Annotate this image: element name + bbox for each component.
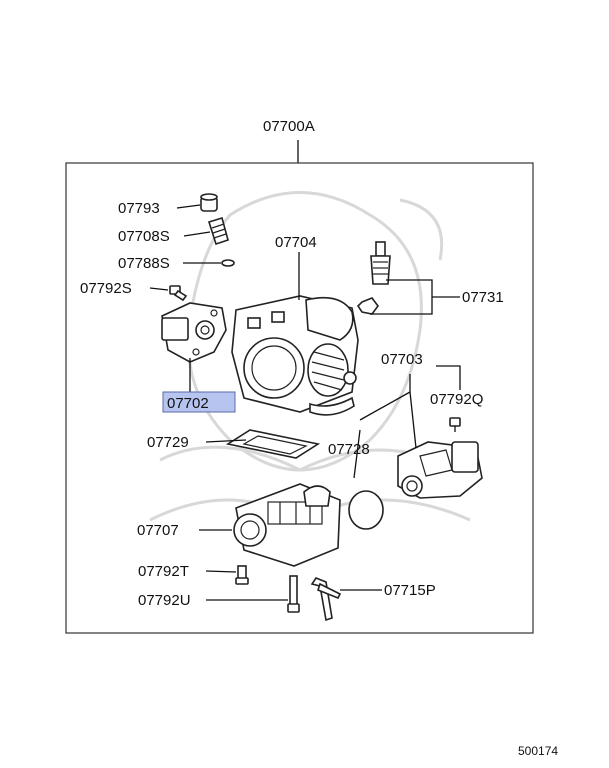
leader-lines: [149, 204, 461, 601]
part-07793-cap[interactable]: [200, 193, 218, 212]
part-07704-throttle-body[interactable]: [231, 295, 359, 416]
part-07729-gasket[interactable]: [225, 429, 321, 459]
callout-07792Q[interactable]: 07792Q: [430, 391, 483, 408]
part-07731-valve[interactable]: [356, 241, 391, 315]
callout-07708S[interactable]: 07708S: [118, 228, 170, 245]
diagram-number: 500174: [518, 744, 558, 758]
callout-07728[interactable]: 07728: [328, 441, 370, 458]
part-07707-housing[interactable]: [233, 483, 341, 567]
callout-07704[interactable]: 07704: [275, 234, 317, 251]
part-07792S-bolt[interactable]: [169, 285, 188, 302]
callout-07703[interactable]: 07703: [381, 351, 423, 368]
callout-07792T[interactable]: 07792T: [138, 563, 189, 580]
callout-07792U[interactable]: 07792U: [138, 592, 191, 609]
callout-07788S[interactable]: 07788S: [118, 255, 170, 272]
callout-07715P[interactable]: 07715P: [384, 582, 436, 599]
part-07792U-bolt[interactable]: [287, 575, 300, 613]
part-07702-sensor[interactable]: [161, 302, 227, 363]
callout-07729[interactable]: 07729: [147, 434, 189, 451]
highlight-07702-box: [162, 391, 236, 413]
callout-07792S[interactable]: 07792S: [80, 280, 132, 297]
callout-07731[interactable]: 07731: [462, 289, 504, 306]
part-07792T-bolt[interactable]: [235, 565, 249, 585]
part-07715P-bracket[interactable]: [310, 577, 342, 622]
part-07728-oring[interactable]: [348, 490, 384, 530]
callout-assembly[interactable]: 07700A: [263, 118, 315, 135]
callout-07793[interactable]: 07793: [118, 200, 160, 217]
part-07703-isc[interactable]: [397, 441, 483, 499]
callout-07707[interactable]: 07707: [137, 522, 179, 539]
callout-07702[interactable]: 07702: [167, 395, 209, 412]
part-07792Q-bolt[interactable]: [449, 417, 461, 432]
part-07708S-screw[interactable]: [207, 216, 229, 246]
assembly-frame: [65, 162, 534, 634]
part-07788S-ring[interactable]: [221, 259, 235, 267]
